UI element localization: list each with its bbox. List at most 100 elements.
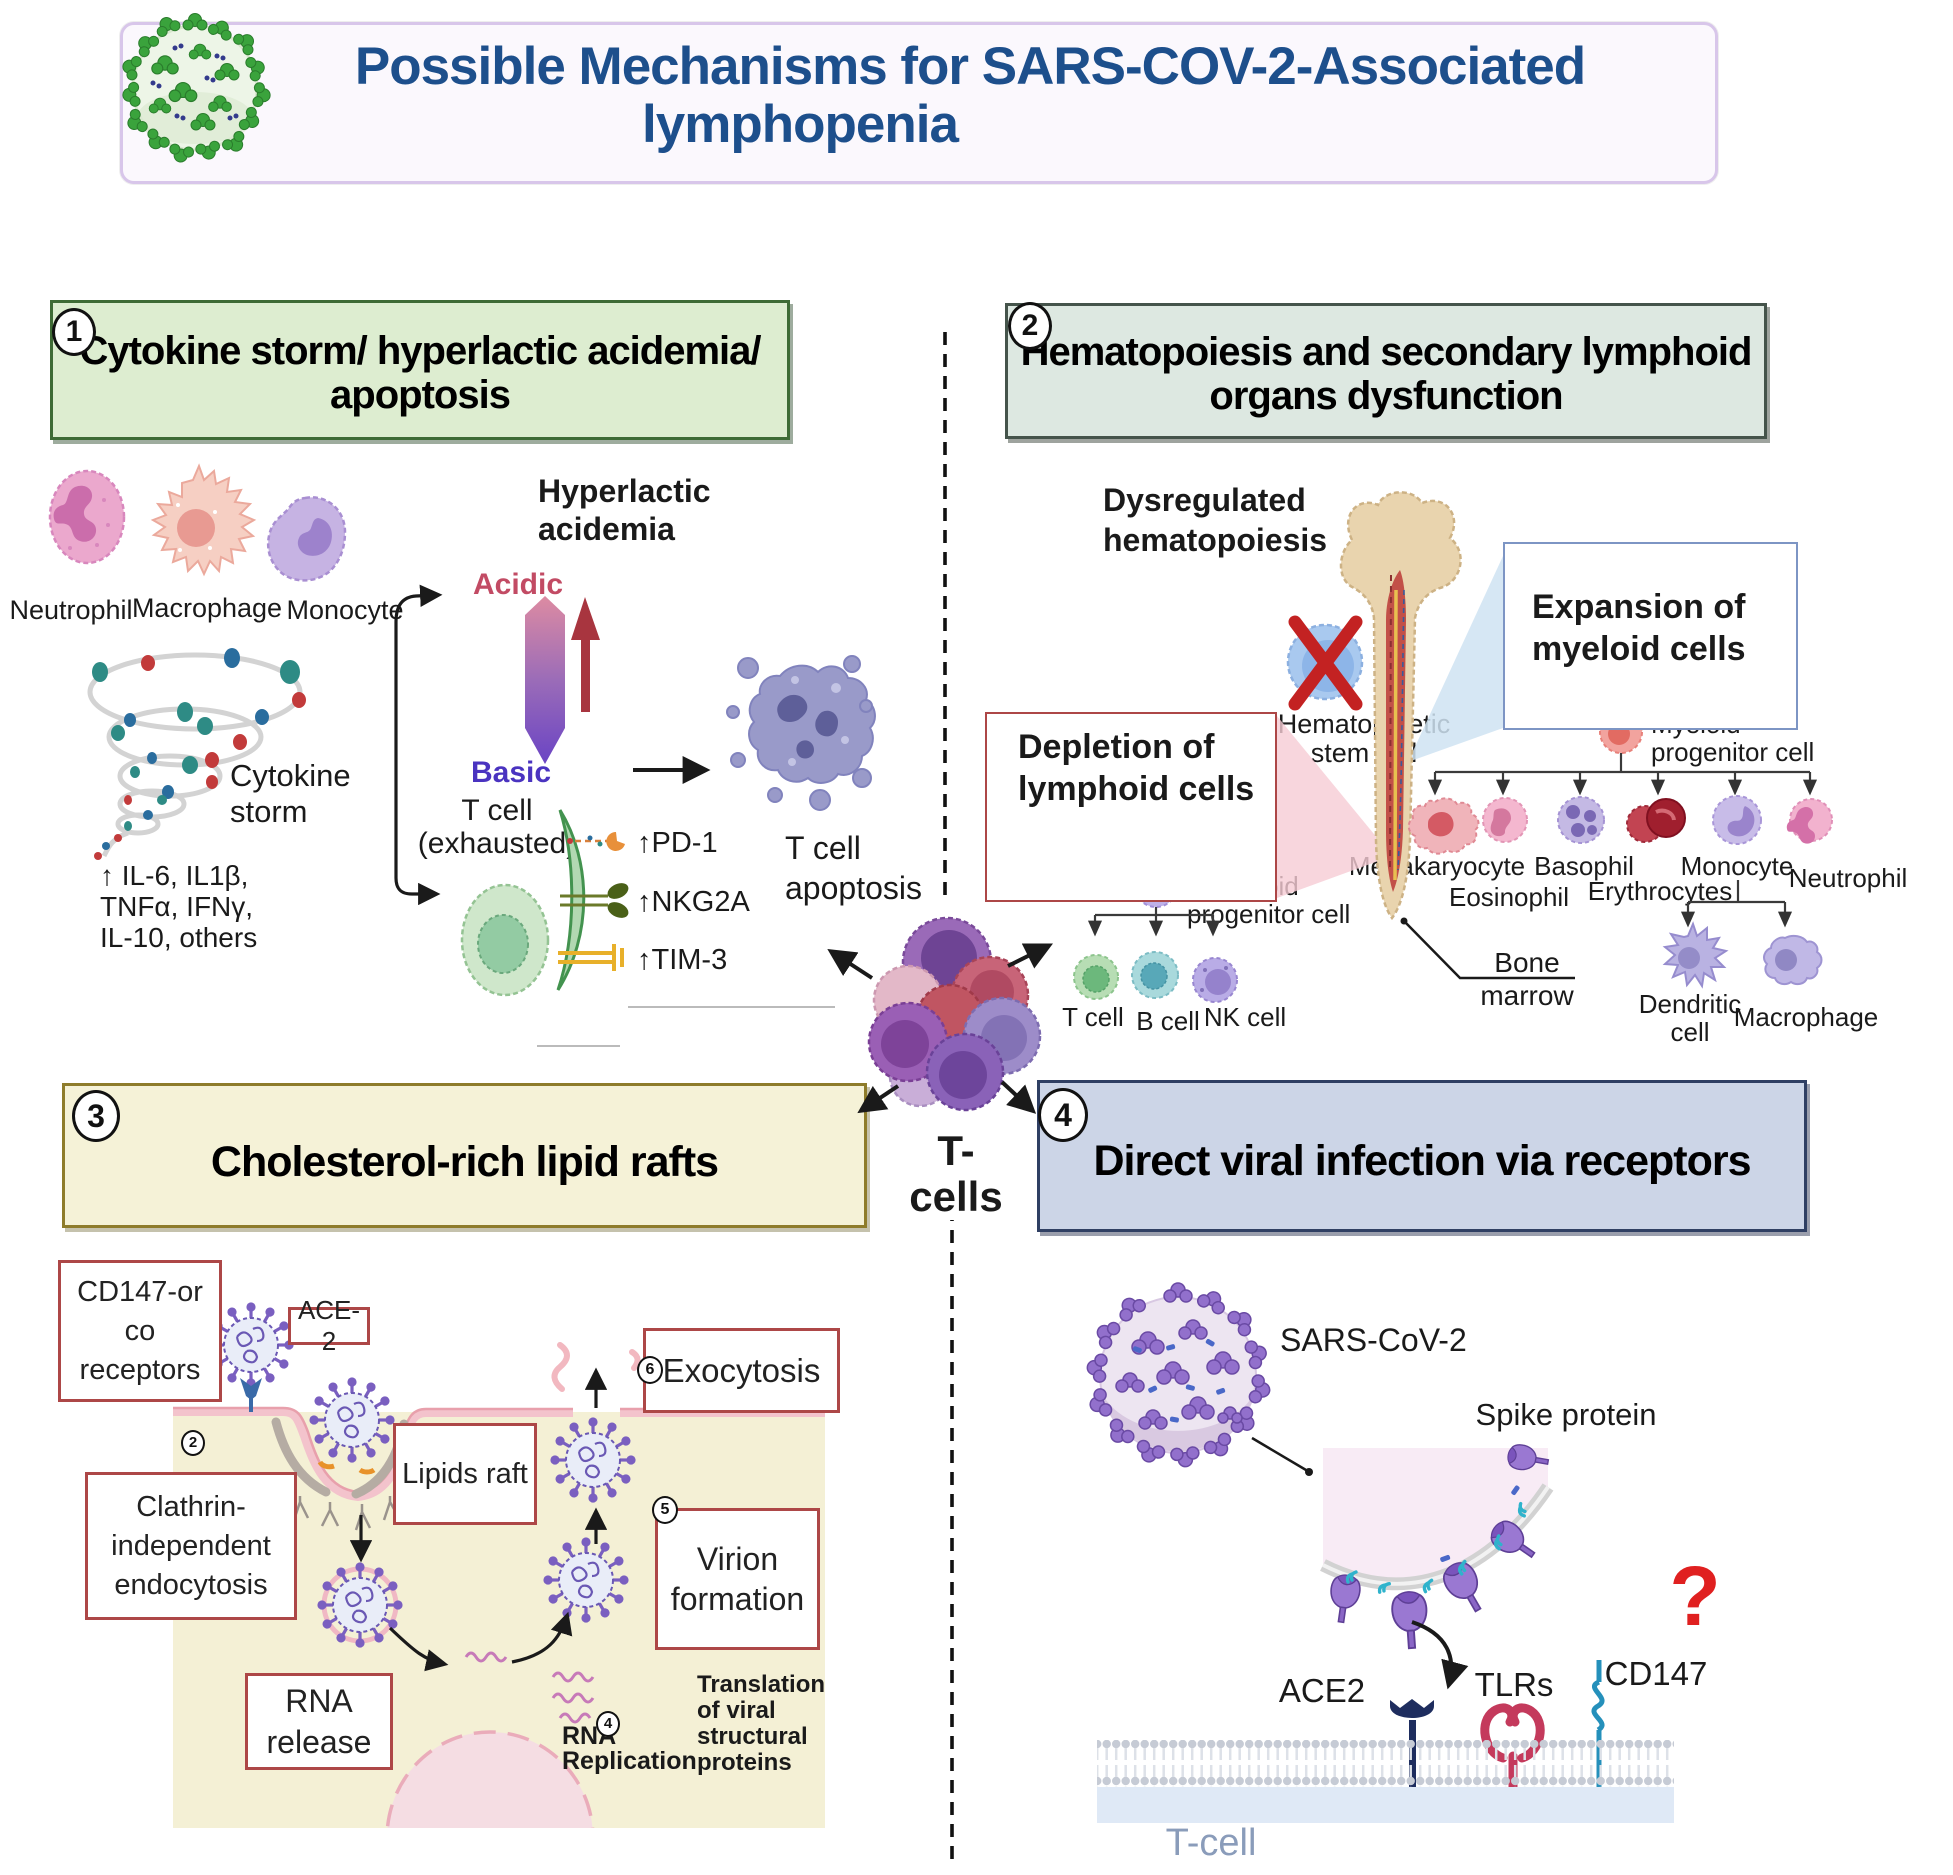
panel2-number: 2 (1008, 302, 1052, 350)
exhausted-tcell (460, 883, 550, 997)
cytoplasm (1097, 1787, 1674, 1823)
hematopoietic-stem-cell (1286, 615, 1364, 711)
bcell-cell (1131, 951, 1179, 999)
basophil-cell (1557, 796, 1605, 844)
clathrin-box: Clathrin- independent endocytosis (85, 1472, 297, 1620)
tcell-exhausted-label: T cell (exhausted) (417, 794, 577, 860)
bcell-label: B cell (1136, 1006, 1200, 1036)
macrophage2-label: Macrophage (1733, 1002, 1879, 1032)
depletion-wedge (1277, 716, 1392, 898)
expansion-label: Expansion of myeloid cells (1532, 588, 1746, 668)
sars-cov2-virus (1086, 1282, 1271, 1468)
monocyte-subtree (1680, 880, 1793, 928)
ace2-label: ACE2 (1278, 1672, 1366, 1709)
nkg2a-label: ↑NKG2A (637, 886, 750, 918)
bilayer-membrane (1097, 1740, 1674, 1787)
expansion-wedge (1408, 556, 1503, 762)
cytokine-list: ↑ IL-6, IL1β, TNFα, IFNγ, IL-10, others (100, 860, 258, 953)
cyan-receptor-bits (1345, 1485, 1531, 1596)
hyperlactic-label: Hyperlactic acidemia (538, 473, 711, 547)
nkg2a-receptor (560, 883, 629, 918)
depletion-label: Depletion of lymphoid cells (1018, 728, 1255, 808)
dendritic-label: Dendritic cell (1638, 989, 1742, 1047)
macrophage-label: Macrophage (131, 593, 283, 623)
neutrophil-label: Neutrophil (9, 595, 133, 625)
cytokine-storm-spiral (87, 652, 303, 858)
monocyte-cell (266, 496, 347, 582)
depletion-box (985, 712, 1277, 902)
step4-chip: 4 (596, 1711, 620, 1737)
lactate-up-arrow (571, 597, 600, 712)
monocyte-bracket (394, 584, 443, 906)
exocytosis-box: Exocytosis (643, 1328, 840, 1413)
panel1-header: Cytokine storm/ hyperlactic acidemia/ ap… (50, 300, 790, 440)
monocyte-cell-2 (1712, 795, 1762, 845)
panel1-number: 1 (52, 308, 96, 356)
rna-replication-label: RNA Replication (562, 1722, 697, 1775)
step5-chip: 5 (652, 1496, 678, 1524)
bone-marrow-label: Bone marrow (1480, 947, 1574, 1011)
rna-release-box: RNA release (245, 1673, 393, 1770)
membrane-crescent (556, 809, 586, 991)
acidic-label: Acidic (472, 568, 564, 601)
tcell-cell (1073, 954, 1119, 1000)
basic-label: Basic (470, 756, 552, 789)
neutrophil-cell-2 (1786, 798, 1833, 844)
title-bar (120, 22, 1718, 184)
nkcell-cell (1192, 957, 1238, 1003)
erythrocytes-cells (1626, 798, 1686, 843)
cd147-box: CD147-or co receptors (58, 1260, 222, 1402)
virus-assembled (543, 1537, 628, 1622)
page-title-line2: lymphopenia (642, 95, 959, 154)
neutrophil2-label: Neutrophil (1788, 863, 1908, 893)
macrophage-cell-2 (1763, 934, 1823, 986)
dysregulated-label: Dysregulated hematopoiesis (1103, 482, 1328, 558)
dashed-divider (943, 332, 954, 1862)
virion-box: Virion formation (655, 1508, 820, 1650)
panel4-header: Direct viral infection via receptors (1037, 1080, 1807, 1232)
neutrophil-cell (48, 469, 126, 565)
tcell-membrane-label: T-cell (1165, 1822, 1257, 1864)
expansion-box (1503, 542, 1798, 730)
spike-label: Spike protein (1475, 1397, 1657, 1432)
lipid-raft-fragments (317, 1460, 376, 1475)
apoptotic-cell (726, 655, 876, 811)
spike-zoom-region (1320, 1442, 1554, 1651)
page-title-line1: Possible Mechanisms for SARS-COV-2-Assoc… (354, 37, 1586, 96)
clathrin-pins (292, 1496, 400, 1531)
lipids-raft-box: Lipids raft (393, 1423, 537, 1525)
tcells-label: T- cells (903, 1128, 1009, 1220)
tcell-label: T cell (1062, 1002, 1124, 1032)
tim3-label: ↑TIM-3 (637, 944, 728, 976)
pd1-receptor (567, 831, 625, 851)
eosinophil-cell (1482, 797, 1528, 843)
monocyte2-label: Monocyte (1680, 851, 1794, 881)
pd1-label: ↑PD-1 (637, 827, 718, 859)
sars-label: SARS-CoV-2 (1280, 1322, 1467, 1358)
lymphoid-tree (1087, 907, 1221, 937)
bone (1339, 491, 1462, 921)
panel3-header: Cholesterol-rich lipid rafts (62, 1083, 867, 1228)
acid-gradient-arrow (525, 596, 565, 764)
translation-label: Translation of viral structural proteins (697, 1671, 826, 1776)
rna-squiggles (464, 1651, 595, 1724)
cd147-receptor-stem (240, 1378, 262, 1400)
step6-chip: 6 (637, 1356, 663, 1384)
eosinophil-label: Eosinophil (1449, 882, 1569, 912)
cytokine-dots (92, 648, 306, 860)
tcells-cluster (867, 916, 1042, 1112)
nkcell-label: NK cell (1203, 1002, 1287, 1032)
ace2-box: ACE-2 (288, 1295, 370, 1356)
spike-to-ace2-arrow (1411, 1620, 1469, 1690)
macrophage-cell (150, 463, 257, 577)
tim3-receptor (558, 944, 624, 971)
virus-zoom-pointer (1251, 1436, 1313, 1476)
basophil-label: Basophil (1534, 851, 1634, 881)
tlrs-label: TLRs (1474, 1666, 1554, 1703)
cluster-arrows (827, 943, 1054, 1114)
myeloid-tree (1427, 753, 1818, 796)
tcell-apoptosis-label: T cell apoptosis (785, 830, 922, 906)
dendritic-cell (1662, 921, 1729, 989)
bone-marrow-pointer (1400, 917, 1575, 980)
panel4-number: 4 (1038, 1088, 1088, 1142)
